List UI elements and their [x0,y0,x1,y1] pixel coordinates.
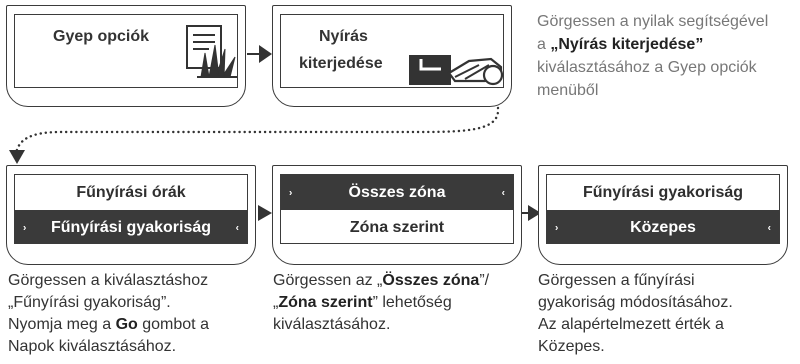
caption-zone-scope: Görgessen az „Összes zóna”/ „Zóna szerin… [273,270,489,336]
menu-item-mowing-hours[interactable]: Fűnyírási órák [15,175,247,210]
scroll-left-arrow-icon: ‹ [235,222,239,233]
menu-item-label: Fűnyírási gyakoriság [50,218,212,236]
scroll-right-arrow-icon: › [555,222,559,233]
lawn-options-label: Gyep opciók [53,28,150,45]
frequency-value-medium-selected[interactable]: › Közepes ‹ [547,210,779,243]
mowing-hours-display: Fűnyírási órák › Fűnyírási gyakoriság ‹ [14,174,248,244]
scroll-right-arrow-icon: › [23,222,27,233]
caption-line: kiválasztásához. [273,316,391,333]
mow-extent-display: Nyírás kiterjedése [280,14,504,88]
scroll-left-arrow-icon: ‹ [501,187,505,198]
frequency-value-label: Közepes [630,218,696,236]
note-line4: menüből [537,82,599,99]
mowing-frequency-display: Fűnyírási gyakoriság › Közepes ‹ [546,174,780,244]
caption-line: Görgessen a fűnyírási [538,272,695,289]
menu-item-mowing-frequency-selected[interactable]: › Fűnyírási gyakoriság ‹ [15,210,247,243]
caption-line: „Zóna szerint” lehetőség [273,294,452,311]
caption-line: gyakoriság módosításához. [538,294,733,311]
caption-line: Az alapértelmezett érték a [538,316,724,333]
zone-scope-display: › Összes zóna ‹ Zóna szerint [280,174,514,244]
scroll-right-arrow-icon: › [289,187,293,198]
caption-line: Görgessen a kiválasztáshoz [8,272,209,289]
frequency-title: Fűnyírási gyakoriság [547,175,779,210]
zone-scope-screen: › Összes zóna ‹ Zóna szerint [272,165,522,265]
dotted-flow-connector [9,106,500,164]
caption-adjust-frequency: Görgessen a fűnyírási gyakoriság módosít… [538,270,733,358]
note-line3: kiválasztásához a Gyep opciók [537,59,757,76]
scroll-left-arrow-icon: ‹ [767,222,771,233]
lawn-options-screen: Gyep opciók [6,5,246,107]
flow-arrow-icon [247,45,272,63]
mow-extent-label-line2: kiterjedése [299,55,383,72]
note-line2: a „Nyírás kiterjedése” [537,36,704,53]
flow-arrow-icon [258,205,272,221]
menu-item-label: Összes zóna [348,183,446,201]
mowing-frequency-screen: Fűnyírási gyakoriság › Közepes ‹ [538,165,788,265]
menu-item-label: Zóna szerint [349,218,445,236]
caption-line: Nyomja meg a Go gombot a [8,316,209,333]
mow-extent-label-line1: Nyírás [319,28,368,45]
mowing-hours-screen: Fűnyírási órák › Fűnyírási gyakoriság ‹ [6,165,256,265]
menu-title-label: Fűnyírási gyakoriság [582,183,744,201]
caption-line: Közepes. [538,338,605,355]
mow-extent-instruction: Görgessen a nyilak segítségével a „Nyírá… [537,10,768,102]
caption-line: „Fűnyírási gyakoriság”. [8,294,171,311]
note-line1: Görgessen a nyilak segítségével [537,13,769,30]
mow-extent-screen: Nyírás kiterjedése [272,5,512,107]
lawn-document-icon [186,25,237,78]
menu-item-label: Fűnyírási órák [76,183,186,201]
menu-item-all-zones-selected[interactable]: › Összes zóna ‹ [281,175,513,210]
lawn-options-display: Gyep opciók [14,14,238,88]
menu-item-by-zone[interactable]: Zóna szerint [281,210,513,243]
caption-select-frequency: Görgessen a kiválasztáshoz „Fűnyírási gy… [8,270,209,358]
flow-arrow-icon [522,205,541,221]
mower-extent-icon [409,55,504,86]
caption-line: Görgessen az „Összes zóna”/ [273,272,490,289]
caption-line: Napok kiválasztásához. [8,338,177,355]
